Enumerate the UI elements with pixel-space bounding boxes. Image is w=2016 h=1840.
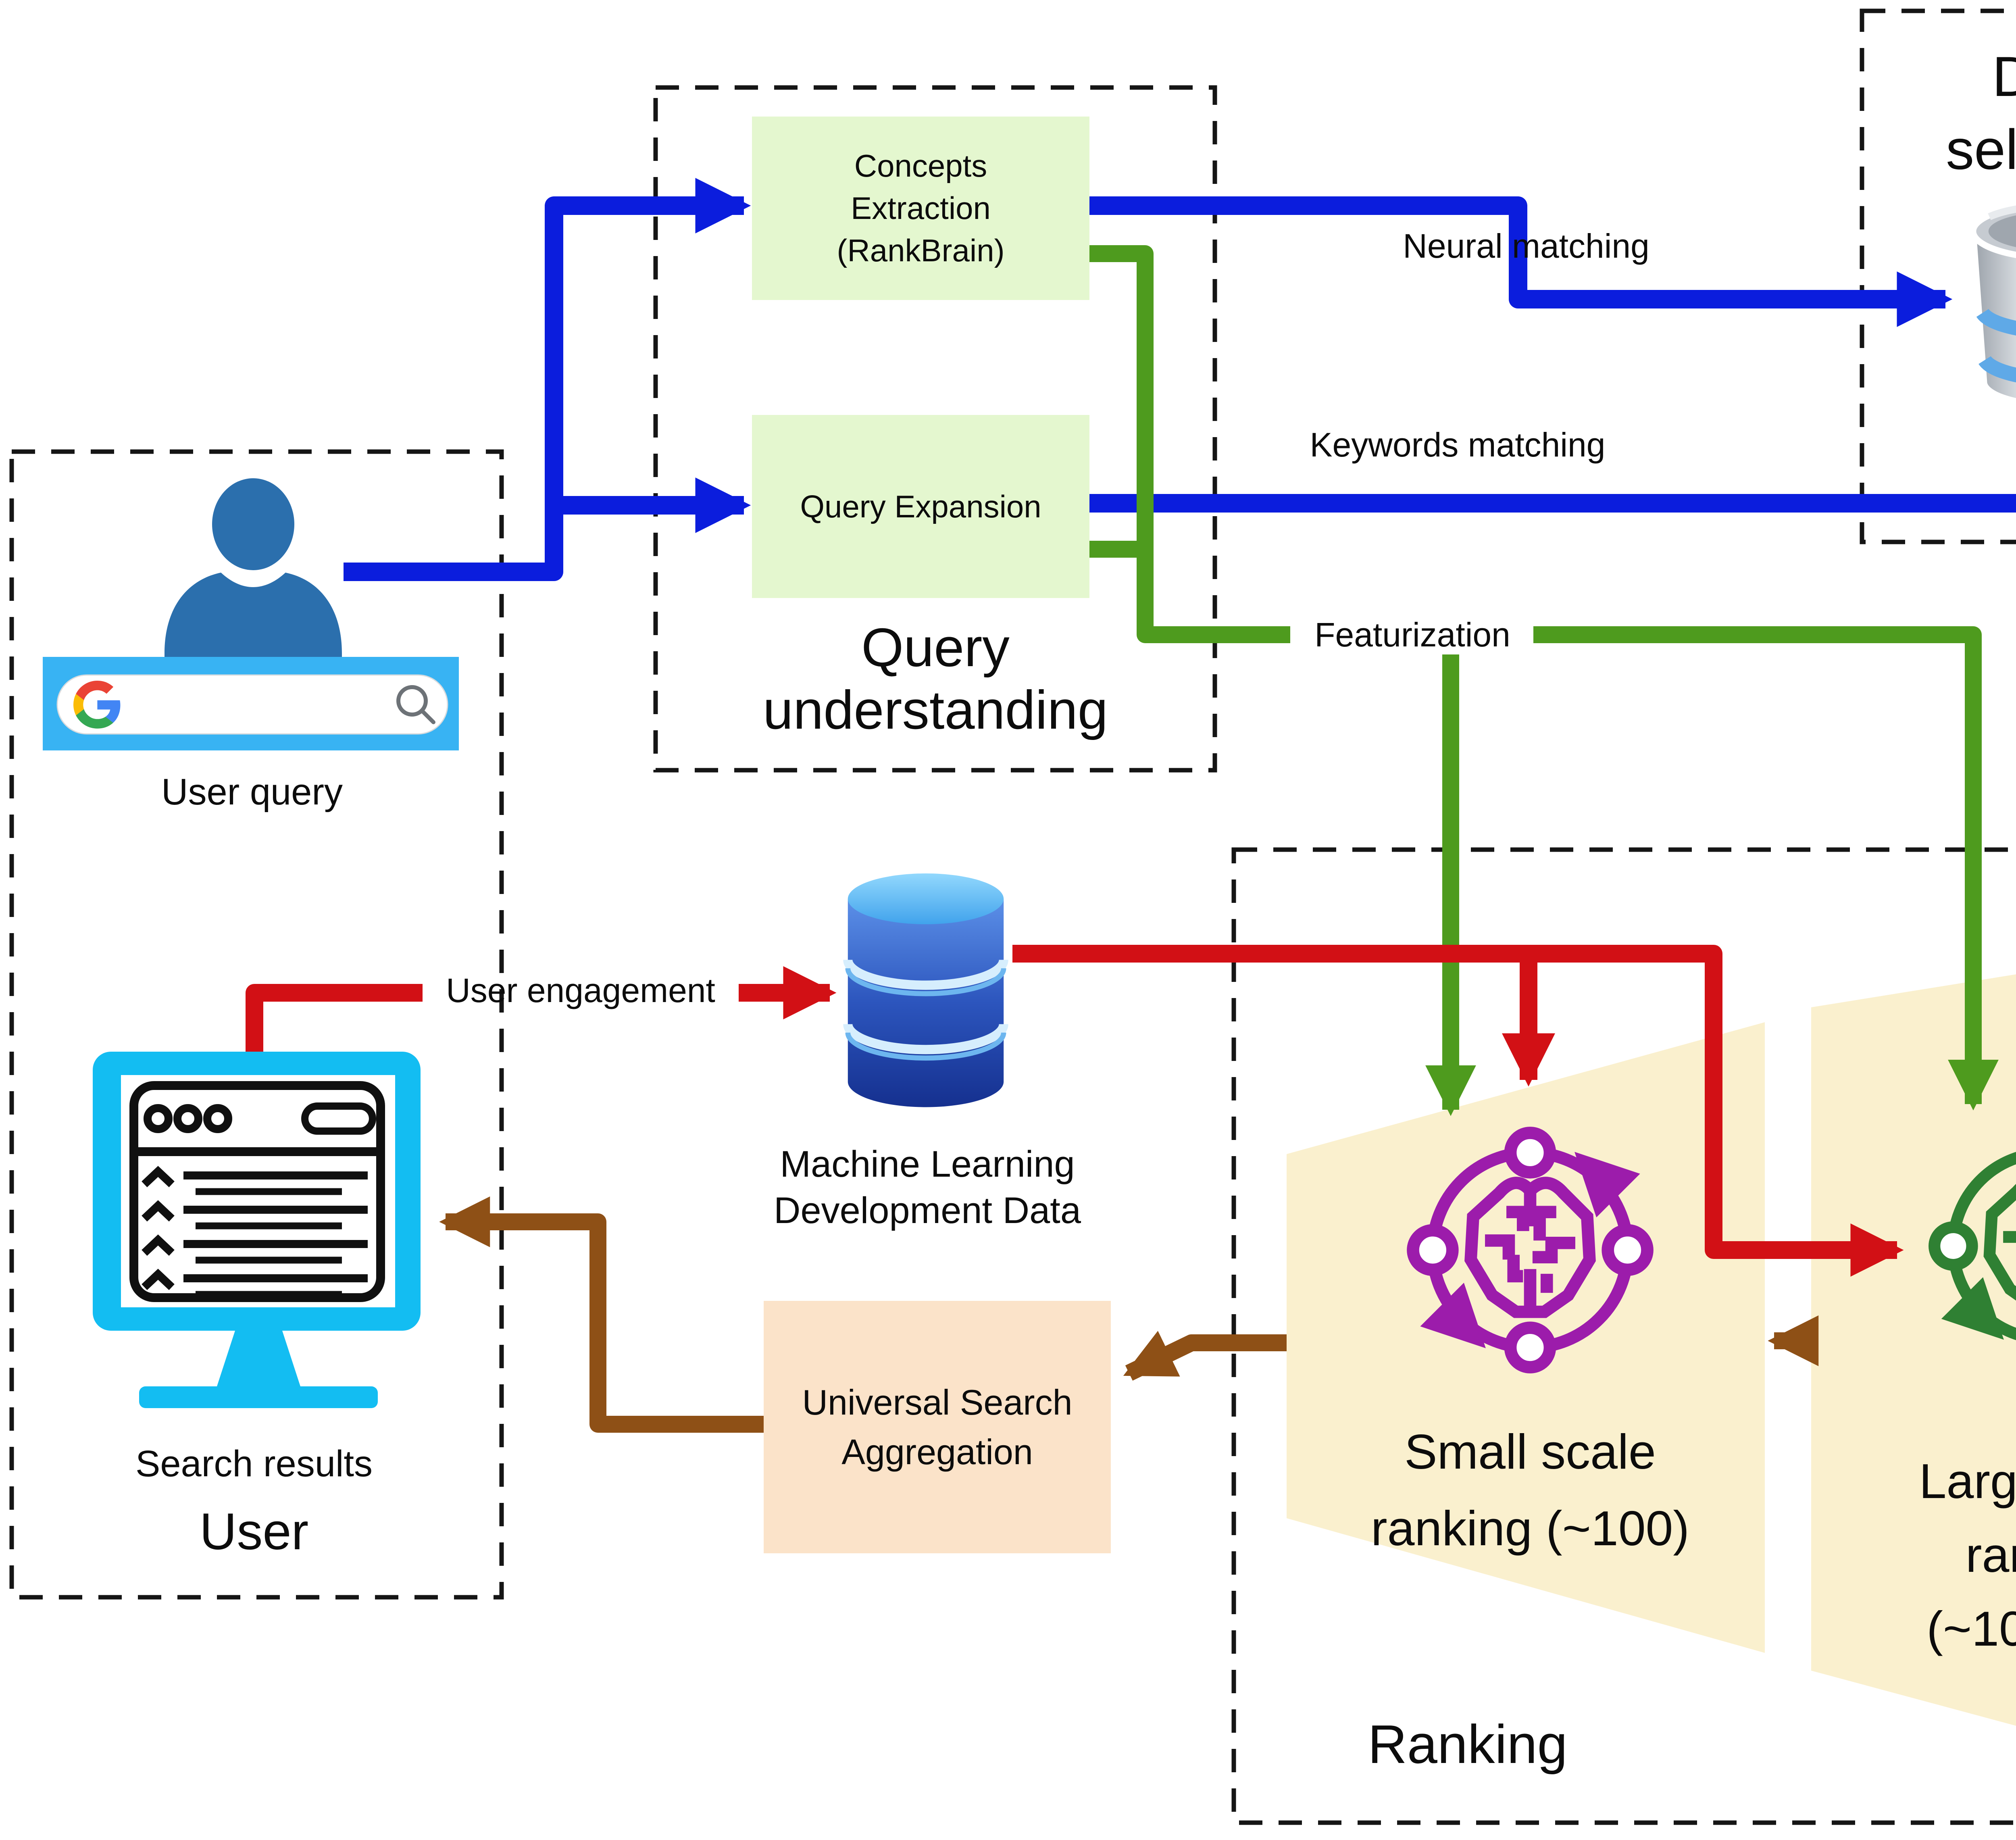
small-scale-ranking-label: Small scale ranking (~100) bbox=[1327, 1413, 1734, 1567]
large-scale-ranking-label: Large scale ranking (~100,000) bbox=[1843, 1444, 2016, 1666]
small-ranking-line-1: Small scale bbox=[1404, 1424, 1656, 1479]
qu-title-line-2: understanding bbox=[763, 679, 1108, 741]
user-label: User bbox=[199, 1503, 309, 1561]
concepts-line-2: Extraction bbox=[851, 190, 991, 226]
engagement-line-left bbox=[246, 984, 423, 1052]
large-ranking-line-2: ranking bbox=[1965, 1527, 2016, 1582]
docs-title-line-2: selection (~1B) bbox=[1946, 117, 2016, 181]
user-group-border bbox=[9, 449, 504, 1600]
arrow-featurization-to-large bbox=[1533, 626, 1999, 1111]
green-featurization-arrows bbox=[1089, 245, 1999, 1116]
arrow-neural-matching bbox=[1089, 196, 1953, 327]
user-person-icon bbox=[165, 478, 342, 686]
ml-development-data-label: Machine Learning Development Data bbox=[702, 1141, 1153, 1234]
arrow-small-to-aggregation bbox=[1123, 1331, 1287, 1381]
documents-selection-title: Documents selection (~1B) bbox=[1877, 40, 2016, 186]
query-expansion-label: Query Expansion bbox=[800, 488, 1041, 524]
aggregation-line-2: Aggregation bbox=[841, 1432, 1033, 1472]
user-engagement-label: User engagement bbox=[446, 971, 715, 1009]
blue-query-arrows bbox=[344, 178, 2016, 581]
brown-results-arrows bbox=[439, 1196, 1819, 1433]
result-list-rows bbox=[142, 1166, 368, 1298]
large-ranking-line-3: (~100,000) bbox=[1926, 1601, 2016, 1656]
query-understanding-border bbox=[653, 85, 1217, 773]
user-query-label: User query bbox=[161, 771, 343, 813]
query-understanding-title: Query understanding bbox=[669, 616, 1202, 742]
keywords-matching-label: Keywords matching bbox=[1310, 426, 1606, 464]
large-ranking-funnel bbox=[1811, 974, 2016, 1726]
featurization-label: Featurization bbox=[1291, 615, 1533, 654]
concepts-line-1: Concepts bbox=[854, 148, 987, 183]
search-results-label: Search results bbox=[135, 1443, 373, 1484]
arrow-keywords-matching bbox=[1089, 494, 2016, 513]
qu-title-line-1: Query bbox=[861, 617, 1010, 678]
ranking-title: Ranking bbox=[1368, 1714, 1568, 1775]
aggregation-line-1: Universal Search bbox=[802, 1382, 1073, 1422]
google-g-logo-icon bbox=[73, 681, 121, 729]
featurization-trunk-left bbox=[1089, 245, 1290, 643]
ml-database-icon bbox=[848, 873, 1004, 1107]
docs-title-line-1: Documents bbox=[1992, 45, 2016, 108]
red-engagement-arrows bbox=[246, 945, 1904, 1277]
google-search-bar-icon bbox=[43, 657, 459, 750]
ml-label-line-2: Development Data bbox=[774, 1190, 1081, 1231]
concepts-extraction-box: Concepts Extraction (RankBrain) bbox=[752, 117, 1089, 300]
arrow-mldata-to-large bbox=[1012, 945, 1904, 1277]
arrow-aggregation-to-results bbox=[439, 1196, 764, 1433]
arrow-user-to-concepts bbox=[344, 178, 751, 581]
search-magnifier-icon bbox=[396, 685, 435, 724]
search-results-monitor-icon bbox=[93, 1052, 421, 1408]
query-expansion-box: Query Expansion bbox=[752, 415, 1089, 598]
concepts-line-3: (RankBrain) bbox=[837, 233, 1005, 269]
small-ranking-line-2: ranking (~100) bbox=[1370, 1501, 1690, 1556]
large-ranking-line-1: Large scale bbox=[1919, 1454, 2016, 1509]
neural-matching-label: Neural matching bbox=[1403, 227, 1649, 265]
universal-search-aggregation-box: Universal Search Aggregation bbox=[764, 1301, 1111, 1553]
documents-database-icon bbox=[1973, 204, 2016, 452]
ml-label-line-1: Machine Learning bbox=[780, 1144, 1075, 1185]
